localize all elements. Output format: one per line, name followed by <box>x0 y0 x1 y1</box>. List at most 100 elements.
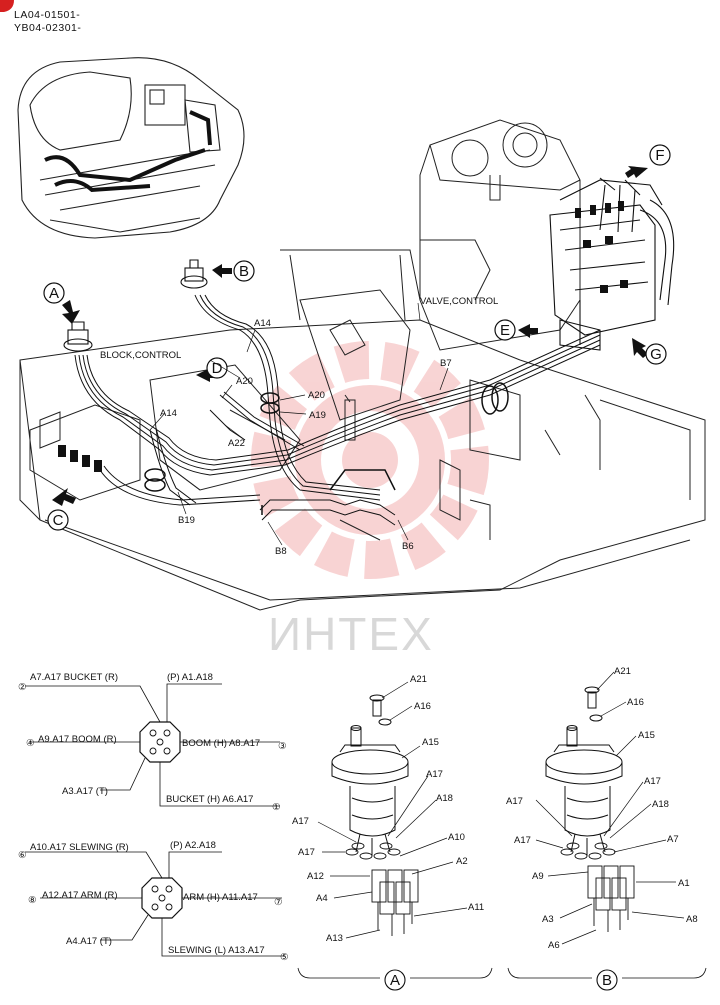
block-control <box>29 364 301 501</box>
callout-g-text: G <box>650 346 662 363</box>
assembly-b-leaders <box>535 671 685 945</box>
label-b6: B6 <box>402 541 414 552</box>
label-a19: A19 <box>309 410 326 421</box>
assembly-b-caption: B <box>602 972 612 989</box>
label-a20-upper: A20 <box>236 376 253 387</box>
b-label-a17-1: A17 <box>644 776 661 787</box>
a-label-a13: A13 <box>326 933 343 944</box>
watermark-gear-logo <box>251 341 489 579</box>
watermark-text: ИНТЕХ <box>268 608 434 660</box>
label-a20-lower: A20 <box>308 390 325 401</box>
a-label-a4: A4 <box>316 893 328 904</box>
b-label-a16: A16 <box>627 697 644 708</box>
a-label-a18: A18 <box>436 793 453 804</box>
port2-p: (P) A2.A18 <box>170 840 216 851</box>
a-label-a11: A11 <box>468 902 484 913</box>
block-control-fittings <box>58 445 102 472</box>
label-b7: B7 <box>440 358 452 369</box>
port2-slewing-r: A10.A17 SLEWING (R) <box>30 842 129 853</box>
assembly-a-caption-circle <box>384 969 406 991</box>
a-label-a21: A21 <box>410 674 427 685</box>
assembly-a-bracket <box>297 967 493 979</box>
a-label-a10: A10 <box>448 832 465 843</box>
callout-b-text: B <box>239 263 249 280</box>
callout-f-text: F <box>655 147 664 164</box>
a-label-a17-3: A17 <box>298 847 315 858</box>
port2-num-6: ⑥ <box>18 850 27 861</box>
label-block-control: BLOCK,CONTROL <box>100 350 181 361</box>
port1-boom-r: A9.A17 BOOM (R) <box>38 734 117 745</box>
port1-t: A3.A17 (T) <box>62 786 108 797</box>
port1-num-3: ③ <box>278 741 287 752</box>
a-label-a2: A2 <box>456 856 468 867</box>
b-label-a1: A1 <box>678 878 690 889</box>
assembly-b-caption-circle <box>596 969 618 991</box>
label-a14-upper: A14 <box>254 318 271 329</box>
port2-arm-h: ARM (H) A11.A17 <box>183 892 258 903</box>
assembly-b-drawing <box>545 686 635 932</box>
pilot-valve-head-a <box>63 321 93 352</box>
port2-num-7: ⑦ <box>274 897 283 908</box>
port-diagram-1: ② A7.A17 BUCKET (R) (P) A1.A18 ④ A9.A17 … <box>18 672 287 813</box>
main-leader-lines <box>149 302 449 546</box>
assembly-a-drawing <box>331 694 419 936</box>
port1-num-1: ① <box>272 802 281 813</box>
callout-e: E <box>494 319 516 341</box>
pilot-hose-bundle <box>74 294 601 526</box>
callout-f: F <box>649 144 671 166</box>
control-valve-assembly <box>549 177 675 351</box>
serial-1: LA04-01501- <box>14 9 80 21</box>
corner-mark <box>0 0 14 12</box>
port2-arm-r: A12.A17 ARM (R) <box>42 890 118 901</box>
machine-frame <box>19 119 706 611</box>
port1-num-2: ② <box>18 682 27 693</box>
callout-g: G <box>645 343 667 365</box>
port2-num-8: ⑧ <box>28 895 37 906</box>
callout-d-text: D <box>212 360 223 377</box>
b-label-a17-2: A17 <box>506 796 523 807</box>
pointer-arrows <box>52 166 648 506</box>
port2-slewing-l: SLEWING (L) A13.A17 <box>168 945 265 956</box>
b-label-a21: A21 <box>614 666 631 677</box>
b-label-a6: A6 <box>548 940 560 951</box>
port2-t: A4.A17 (T) <box>66 936 112 947</box>
valve-bolts-dark <box>575 201 628 293</box>
port1-bucket-r: A7.A17 BUCKET (R) <box>30 672 118 683</box>
pilot-valve-head-b <box>180 259 208 289</box>
port1-bucket-h: BUCKET (H) A6.A17 <box>166 794 253 805</box>
port1-boom-h: BOOM (H) A8.A17 <box>182 738 260 749</box>
b-label-a7: A7 <box>667 834 679 845</box>
label-b8: B8 <box>275 546 287 557</box>
hose-clamps <box>144 382 509 515</box>
b-label-a18: A18 <box>652 799 669 810</box>
assembly-b-bracket <box>507 967 707 979</box>
callout-c: C <box>47 509 69 531</box>
excavator-overview-sketch <box>17 57 245 239</box>
serial-2: YB04-02301- <box>14 22 81 34</box>
label-valve-control: VALVE,CONTROL <box>420 296 498 307</box>
b-label-a8: A8 <box>686 914 698 925</box>
label-a22: A22 <box>228 438 245 449</box>
a-label-a17-2: A17 <box>292 816 309 827</box>
a-label-a15: A15 <box>422 737 439 748</box>
port-diagram-2: ⑥ A10.A17 SLEWING (R) (P) A2.A18 ⑧ A12.A… <box>18 840 289 963</box>
a-label-a17-1: A17 <box>426 769 443 780</box>
a-label-a16: A16 <box>414 701 431 712</box>
callout-d: D <box>206 357 228 379</box>
port1-p: (P) A1.A18 <box>167 672 213 683</box>
callout-e-text: E <box>500 322 510 339</box>
assembly-a-leaders <box>317 681 468 939</box>
b-label-a3: A3 <box>542 914 554 925</box>
assembly-a-caption: A <box>390 972 400 989</box>
label-a14-lower: A14 <box>160 408 177 419</box>
b-label-a9: A9 <box>532 871 544 882</box>
callout-a: A <box>43 282 65 304</box>
overview-highlighted-hoses <box>44 110 212 193</box>
b-label-a17-3: A17 <box>514 835 531 846</box>
b-label-a15: A15 <box>638 730 655 741</box>
callout-a-text: A <box>49 285 59 302</box>
a-label-a12: A12 <box>307 871 324 882</box>
label-b19: B19 <box>178 515 195 526</box>
